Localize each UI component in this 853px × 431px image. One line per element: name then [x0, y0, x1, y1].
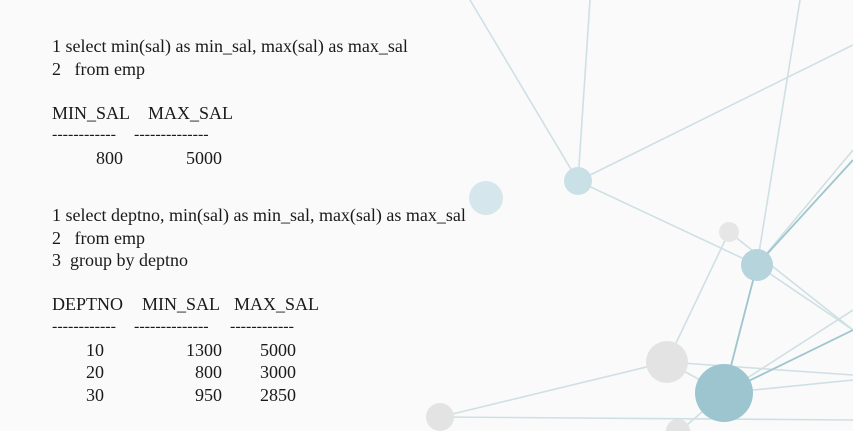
query2-line2: 2 from emp: [52, 228, 145, 248]
column-header: MAX_SAL: [148, 103, 234, 123]
column-separator: --------------: [134, 126, 209, 143]
table-row: 30 950 2850: [52, 384, 352, 406]
column-header: MIN_SAL: [52, 103, 131, 123]
query1-line1: 1 select min(sal) as min_sal, max(sal) a…: [52, 36, 408, 56]
column-header: MIN_SAL: [142, 294, 221, 314]
max-sal-cell: 3000: [260, 362, 296, 382]
max-sal-cell: 2850: [260, 385, 296, 405]
min-sal-cell: 800: [96, 148, 123, 168]
query2-line1: 1 select deptno, min(sal) as min_sal, ma…: [52, 205, 466, 225]
table-row: 800 5000: [52, 147, 352, 169]
query2-header-row: DEPTNO MIN_SAL MAX_SAL: [52, 293, 352, 315]
deptno-cell: 10: [86, 340, 104, 360]
min-sal-cell: 950: [195, 385, 222, 405]
deptno-cell: 30: [86, 385, 104, 405]
min-sal-cell: 800: [195, 362, 222, 382]
column-separator: ------------: [52, 126, 116, 143]
min-sal-cell: 1300: [186, 340, 222, 360]
column-separator: --------------: [134, 318, 209, 335]
table-row: 10 1300 5000: [52, 339, 352, 361]
deptno-cell: 20: [86, 362, 104, 382]
max-sal-cell: 5000: [260, 340, 296, 360]
column-header: MAX_SAL: [234, 294, 320, 314]
query1-header-row: MIN_SAL MAX_SAL: [52, 102, 352, 124]
column-header: DEPTNO: [52, 294, 123, 314]
table-row: 20 800 3000: [52, 361, 352, 383]
query1-line2: 2 from emp: [52, 59, 145, 79]
query1-separator-row: ------------ --------------: [52, 124, 352, 146]
column-separator: ------------: [230, 318, 294, 335]
column-separator: ------------: [52, 318, 116, 335]
query2-separator-row: ------------ -------------- ------------: [52, 316, 352, 338]
query2-line3: 3 group by deptno: [52, 250, 188, 270]
max-sal-cell: 5000: [186, 148, 222, 168]
